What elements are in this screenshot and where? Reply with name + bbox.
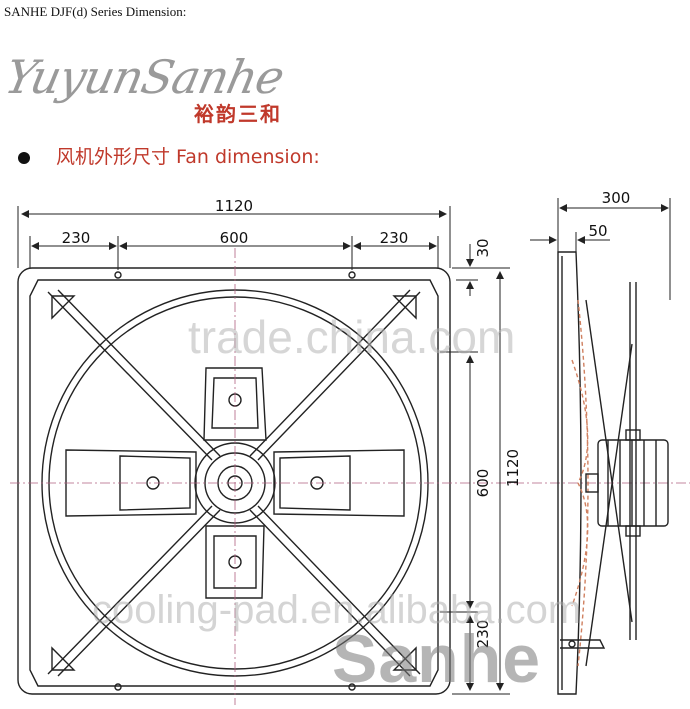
corner-bracket-tl bbox=[51, 295, 76, 320]
section-title: 风机外形尺寸 Fan dimension: bbox=[56, 146, 320, 168]
dim-right-segment: 230 bbox=[380, 229, 409, 247]
dim-depth: 300 bbox=[602, 189, 631, 207]
brand-logo: YuyunSanhe 裕韵三和 bbox=[0, 44, 306, 134]
blade-top bbox=[203, 367, 267, 441]
motor-shaft bbox=[585, 473, 599, 493]
mount-bracket bbox=[560, 639, 606, 649]
horizontal-dimensions bbox=[17, 206, 451, 270]
fan-dimension-drawing: 1120 230 600 230 30 600 1120 230 bbox=[10, 189, 690, 705]
blade-bottom bbox=[205, 525, 265, 599]
corner-bracket-bl bbox=[51, 646, 76, 671]
blade-profile bbox=[577, 299, 589, 667]
watermark-brand: Sanhe bbox=[332, 621, 542, 697]
dim-height-segment: 600 bbox=[474, 469, 492, 498]
side-view bbox=[557, 251, 669, 695]
centerlines bbox=[10, 248, 690, 705]
motor-bolt-top bbox=[625, 429, 641, 441]
strut-top-left bbox=[47, 291, 213, 461]
header-title: SANHE DJF(d) Series Dimension: bbox=[4, 4, 187, 19]
strut-bottom-left bbox=[47, 505, 213, 675]
side-dimensions bbox=[530, 198, 671, 300]
strut-bottom-right bbox=[257, 505, 421, 675]
dim-bottom-segment: 230 bbox=[474, 620, 492, 649]
side-strut-a bbox=[585, 299, 633, 623]
strut-top-right bbox=[257, 291, 421, 461]
outer-frame bbox=[17, 267, 451, 695]
dim-top-offset: 30 bbox=[474, 238, 492, 257]
corner-bracket-br bbox=[392, 646, 417, 671]
inner-frame bbox=[29, 279, 439, 687]
side-frame bbox=[557, 251, 582, 695]
corner-bracket-tr bbox=[392, 295, 417, 320]
bullet-icon bbox=[18, 152, 30, 164]
watermark-cooling: cooling-pad.en.alibaba.com bbox=[92, 588, 582, 632]
dim-left-segment: 230 bbox=[62, 229, 91, 247]
watermark-trade: trade.china.com bbox=[188, 311, 516, 363]
vertical-dimensions bbox=[440, 244, 510, 695]
blade-left bbox=[65, 449, 197, 517]
dim-middle-segment: 600 bbox=[220, 229, 249, 247]
motor-bolt-bottom bbox=[625, 525, 641, 537]
side-strut-b bbox=[585, 343, 633, 667]
dim-frame-depth: 50 bbox=[588, 222, 607, 240]
dim-overall-width: 1120 bbox=[215, 197, 253, 215]
logo-latin-text: YuyunSanhe bbox=[0, 50, 289, 104]
logo-chinese-text: 裕韵三和 bbox=[194, 102, 282, 126]
dim-overall-height: 1120 bbox=[504, 449, 522, 487]
